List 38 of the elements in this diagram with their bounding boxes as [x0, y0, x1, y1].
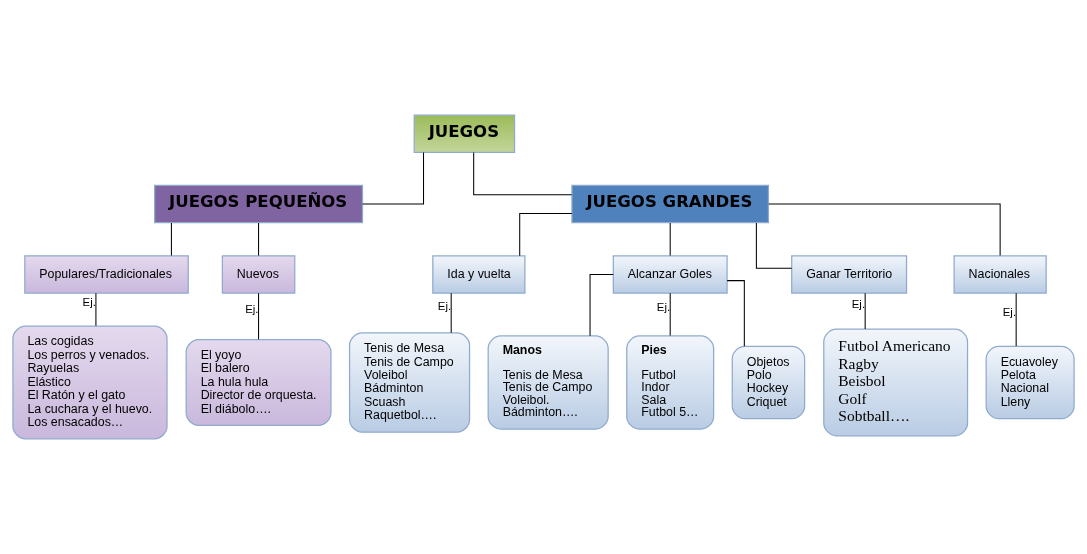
edge-label: Ej. [82, 296, 96, 309]
node-box: JUEGOS [413, 114, 516, 153]
node-box: Ganar Territorio [791, 255, 908, 294]
node-box: Las cogidas Los perros y venados. Rayuelas Elástico El Ratón y el gato La cuchara y el huevo. Los ensacados… [12, 325, 168, 440]
node-box: Tenis de Mesa Tenis de Campo Voleibol Bádminton Scuash Raquetbol…. [348, 332, 471, 433]
connector [170, 222, 172, 257]
connector [755, 222, 793, 269]
edge-label: Ej. [656, 301, 671, 314]
connector [669, 222, 671, 257]
edge-label: Ej. [1002, 306, 1017, 319]
connector [589, 273, 614, 337]
connector [450, 292, 452, 334]
node-box: JUEGOS PEQUEÑOS [154, 184, 364, 224]
connector [726, 280, 745, 347]
edge-label: Ej. [437, 299, 452, 312]
node-box: Nuevos [221, 255, 296, 294]
edge-label: Ej. [851, 297, 866, 310]
connector [768, 203, 1001, 257]
node-box: El yoyo El balero La hula hula Director de orquesta. El diábolo…. [185, 338, 332, 427]
node-box: Alcanzar Goles [612, 255, 728, 294]
connector [1015, 292, 1017, 347]
connector [519, 212, 573, 257]
node-box: Futbol Americano Ragby Beisbol Golf Sobtball…. [823, 328, 969, 437]
node-box: Ecuavoley Pelota Nacional Lleny [985, 345, 1075, 420]
edge-label: Ej. [245, 302, 259, 315]
node-box: Nacionales [953, 255, 1047, 294]
node-box: JUEGOS GRANDES [571, 184, 770, 224]
node-box: Ida y vuelta [432, 255, 526, 294]
connector [362, 152, 425, 205]
connector [473, 151, 573, 196]
node-box: Populares/Tradicionales [24, 255, 189, 294]
connector [258, 292, 260, 340]
node-box: Objetos Polo Hockey Criquet [731, 345, 806, 420]
node-box: Manos Tenis de Mesa Tenis de Campo Voleibol. Bádminton…. [487, 335, 609, 430]
node-box: Pies Futbol Indor Sala Futbol 5… [626, 335, 715, 430]
connector [669, 292, 671, 337]
connector [258, 222, 260, 257]
connector [864, 292, 866, 330]
